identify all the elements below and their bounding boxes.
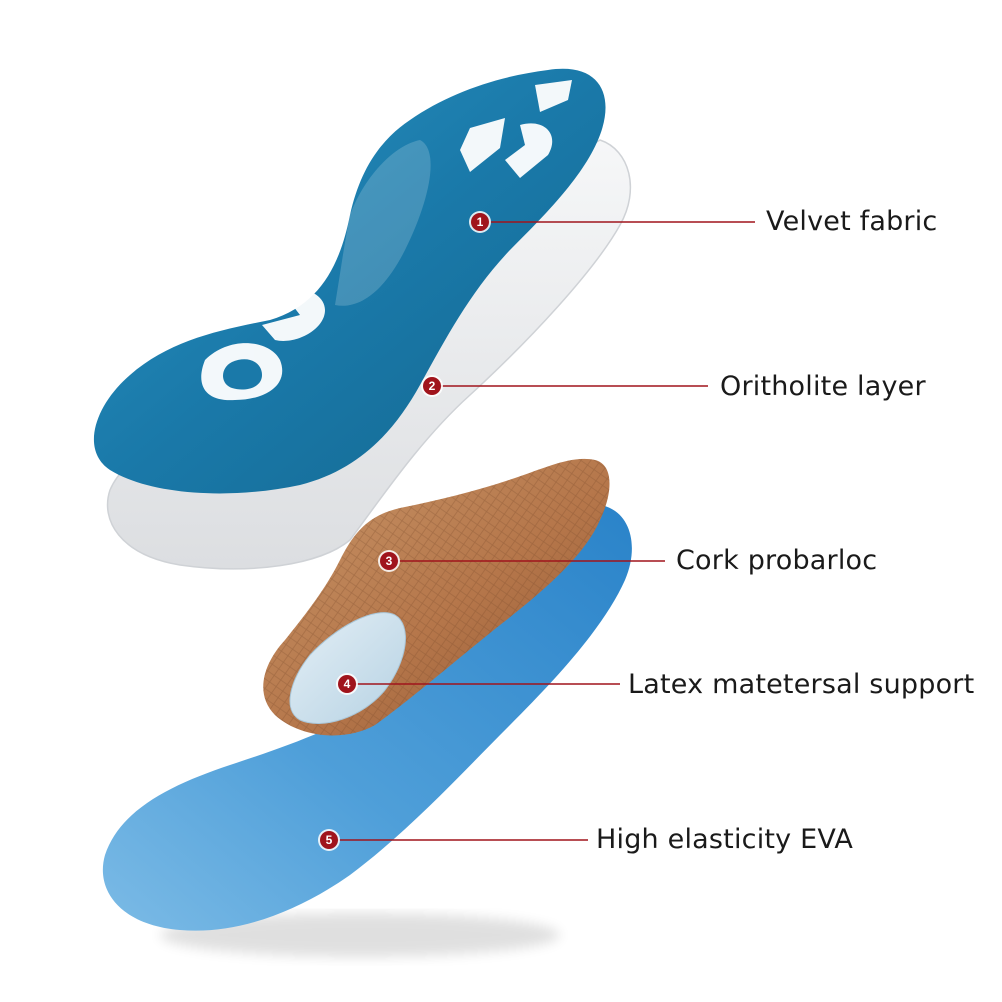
marker-3: [380, 552, 398, 570]
marker-number-3: 3: [386, 554, 393, 568]
marker-number-5: 5: [326, 833, 333, 847]
marker-4: [338, 675, 356, 693]
velvet-highlight: [335, 140, 431, 306]
eva-shadow: [160, 913, 560, 957]
marker-number-2: 2: [429, 379, 436, 393]
marker-5: [320, 831, 338, 849]
label-cork-probarloc: Cork probarloc: [676, 545, 878, 576]
marker-number-4: 4: [344, 677, 351, 691]
label-eva: High elasticity EVA: [596, 824, 854, 855]
label-ortholite-layer: Oritholite layer: [720, 371, 926, 402]
label-velvet-fabric: Velvet fabric: [766, 206, 938, 237]
marker-2: [423, 377, 441, 395]
velvet-print-inner: [223, 359, 262, 390]
callout-leaders: 1 2 3 4 5: [318, 211, 755, 851]
marker-number-1: 1: [477, 215, 484, 229]
latex-pad-shape: [289, 612, 406, 724]
label-latex-support: Latex matetersal support: [628, 669, 975, 700]
marker-1: [471, 213, 489, 231]
